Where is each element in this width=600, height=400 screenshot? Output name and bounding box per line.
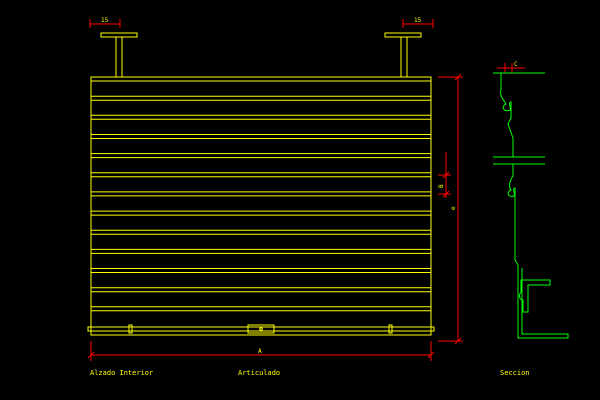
section-view bbox=[493, 72, 569, 339]
right-bracket-post bbox=[400, 36, 408, 78]
bottom-bar bbox=[87, 326, 435, 332]
lock-housing bbox=[247, 324, 275, 334]
dim-left-bracket-text: 15 bbox=[101, 17, 109, 24]
left-bracket-plate bbox=[100, 32, 138, 38]
section-profile-lower bbox=[507, 164, 569, 339]
section-bottom-hook bbox=[519, 279, 551, 313]
dim-height-text: e bbox=[450, 206, 457, 210]
left-bracket-post bbox=[115, 36, 123, 78]
type-label: Articulado bbox=[238, 369, 280, 377]
dim-right-bracket-text: 15 bbox=[414, 17, 422, 24]
dim-height-tick-bottom bbox=[454, 337, 462, 345]
shutter-front-view bbox=[87, 76, 435, 336]
section-profile-upper bbox=[500, 73, 514, 157]
dim-section-text: C bbox=[514, 61, 518, 68]
dim-height-tick-top bbox=[454, 73, 462, 81]
view-labels: Alzado Interior Articulado Seccion bbox=[90, 369, 530, 377]
right-bracket-plate bbox=[384, 32, 422, 38]
shutter-slats bbox=[91, 80, 431, 312]
dim-width-tick-a bbox=[87, 351, 95, 359]
dimension-texts: 15 15 A e B C bbox=[101, 17, 518, 355]
dim-slat-tick-a bbox=[442, 171, 450, 179]
mounting-brackets bbox=[100, 32, 422, 78]
bottom-bar-stop-left bbox=[128, 324, 133, 334]
dim-width-tick-b bbox=[427, 351, 435, 359]
dimension-lines bbox=[87, 19, 525, 361]
lock-keyhole bbox=[259, 327, 263, 331]
dim-slat-tick-b bbox=[442, 190, 450, 198]
bottom-bar-stop-right bbox=[388, 324, 393, 334]
dim-slat-text: B bbox=[438, 184, 445, 188]
shutter-outline bbox=[90, 76, 432, 336]
section-label: Seccion bbox=[500, 369, 530, 377]
dim-width-text: A bbox=[258, 348, 262, 355]
front-view-label: Alzado Interior bbox=[90, 369, 153, 377]
